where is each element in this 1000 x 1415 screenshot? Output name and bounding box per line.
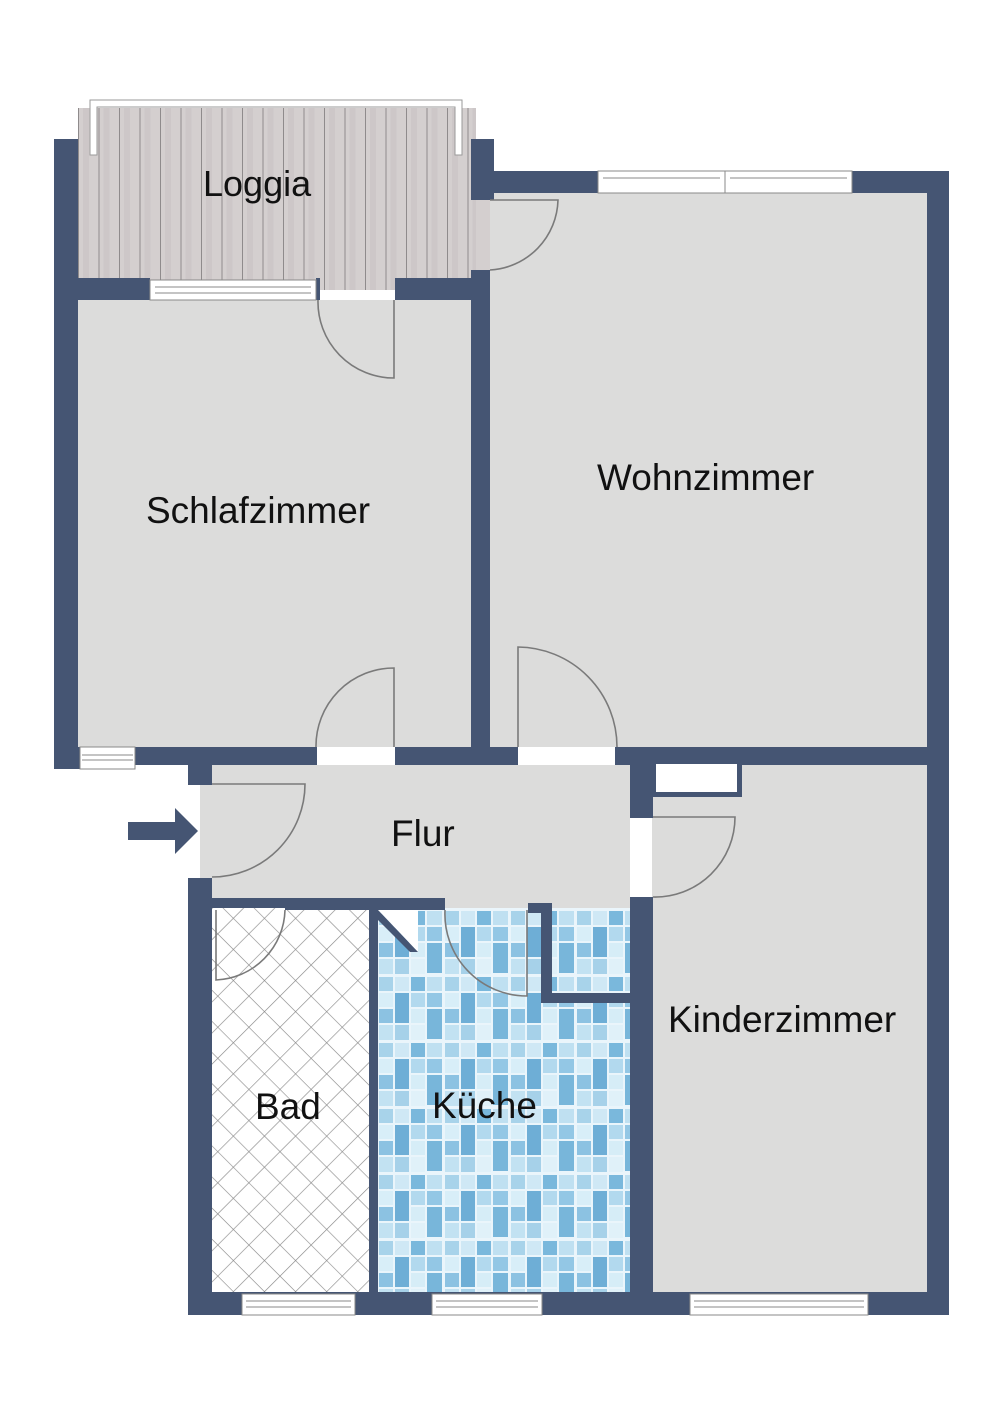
window-wohnzimmer-right bbox=[724, 170, 853, 194]
loggia-railing bbox=[89, 99, 463, 156]
window-bad bbox=[241, 1293, 356, 1316]
arrow-right-icon bbox=[128, 808, 198, 854]
room-label-kueche: Küche bbox=[432, 1085, 537, 1126]
room-label-loggia: Loggia bbox=[203, 163, 312, 204]
kueche-floor bbox=[378, 908, 630, 1292]
door-kueche[interactable] bbox=[444, 909, 528, 997]
windows bbox=[79, 170, 869, 1316]
door-schlafzimmer-loggia[interactable] bbox=[317, 299, 395, 379]
bad-floor bbox=[211, 908, 369, 1292]
room-label-schlafzimmer: Schlafzimmer bbox=[146, 490, 371, 531]
schlafzimmer-floor bbox=[78, 300, 472, 747]
doors bbox=[211, 199, 736, 997]
window-loggia bbox=[149, 279, 317, 301]
room-label-bad: Bad bbox=[255, 1086, 321, 1127]
door-schlafzimmer-flur[interactable] bbox=[315, 667, 395, 748]
door-entrance[interactable] bbox=[211, 783, 306, 878]
kitchen-chimney-wall bbox=[378, 910, 418, 952]
window-schlafzimmer bbox=[79, 746, 136, 770]
window-wohnzimmer-left bbox=[597, 170, 726, 194]
flur-floor bbox=[200, 765, 630, 908]
door-wohnzimmer-flur[interactable] bbox=[517, 646, 618, 748]
kinderzimmer-floor bbox=[652, 765, 927, 1292]
loggia-floor bbox=[78, 108, 476, 290]
window-kueche bbox=[431, 1293, 543, 1316]
floors bbox=[78, 108, 927, 1292]
cabinet-niche bbox=[656, 764, 737, 792]
door-loggia-wohnzimmer[interactable] bbox=[489, 199, 559, 271]
wohnzimmer-floor bbox=[490, 193, 927, 747]
loggia-floor-ext bbox=[476, 200, 490, 270]
room-label-kinderzimmer: Kinderzimmer bbox=[668, 999, 897, 1040]
door-bad[interactable] bbox=[215, 909, 286, 981]
window-kinderzimmer bbox=[689, 1293, 869, 1316]
room-label-flur: Flur bbox=[391, 813, 455, 854]
room-label-wohnzimmer: Wohnzimmer bbox=[597, 457, 815, 498]
door-kinderzimmer[interactable] bbox=[652, 816, 736, 898]
